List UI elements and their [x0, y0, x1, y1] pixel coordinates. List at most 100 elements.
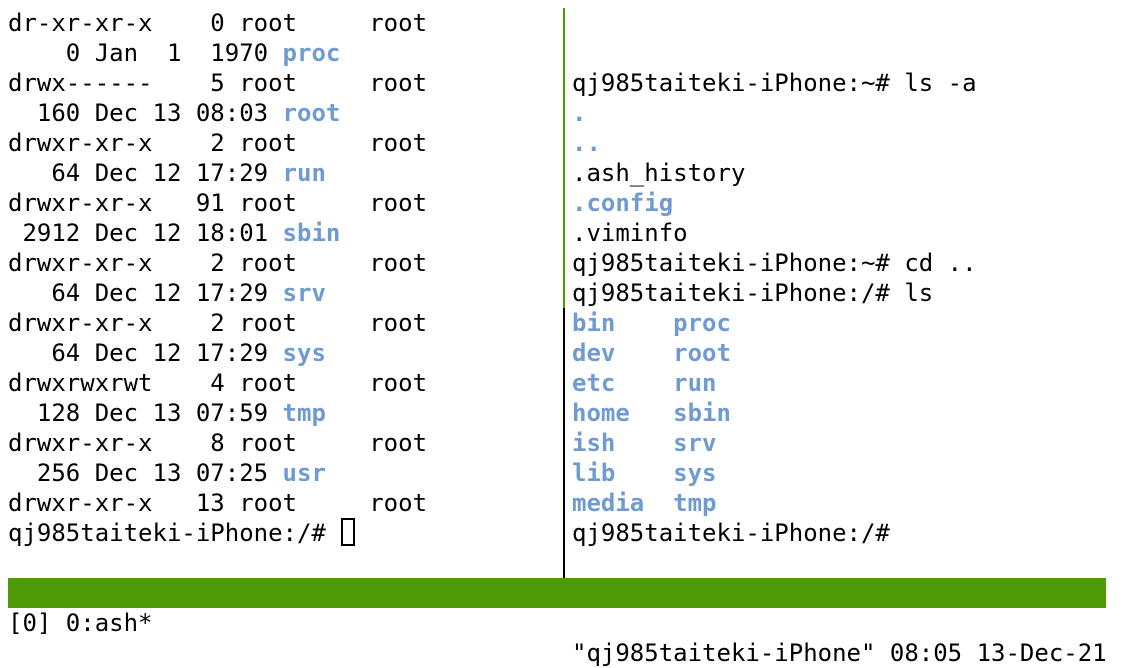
terminal-line: 0 Jan 1 1970 proc — [8, 38, 558, 68]
left-terminal-pane[interactable]: dr-xr-xr-x 0 root root 0 Jan 1 1970 proc… — [8, 8, 558, 548]
terminal-line: 64 Dec 12 17:29 run — [8, 158, 558, 188]
terminal-line: drwxr-xr-x 2 root root — [8, 308, 558, 338]
terminal-text: 64 Dec 12 17:29 — [8, 279, 283, 307]
directory-name: . — [572, 99, 587, 127]
active-pane-border — [563, 8, 565, 308]
terminal-text — [615, 429, 673, 457]
terminal-text: 160 Dec 13 08:03 — [8, 99, 283, 127]
directory-name: sys — [282, 339, 326, 367]
terminal-text: drwxr-xr-x 2 root root — [8, 309, 428, 337]
terminal-text: qj985taiteki-iPhone:~# ls -a — [572, 69, 977, 97]
terminal-line: ish srv — [572, 428, 1132, 458]
directory-name: .config — [572, 189, 674, 217]
terminal-line: lib sys — [572, 458, 1132, 488]
terminal-line: qj985taiteki-iPhone:~# cd .. — [572, 248, 1132, 278]
terminal-line: dev root — [572, 338, 1132, 368]
terminal-line: bin proc — [572, 308, 1132, 338]
terminal-text: qj985taiteki-iPhone:/# ls — [572, 279, 934, 307]
directory-name: dev — [572, 339, 616, 367]
terminal-line: qj985taiteki-iPhone:/# ls — [572, 278, 1132, 308]
terminal-line: media tmp — [572, 488, 1132, 518]
terminal-text: 256 Dec 13 07:25 — [8, 459, 283, 487]
terminal-line: 256 Dec 13 07:25 usr — [8, 458, 558, 488]
directory-name: etc — [572, 369, 616, 397]
terminal-line: 128 Dec 13 07:59 tmp — [8, 398, 558, 428]
terminal-text: drwxr-xr-x 8 root root — [8, 429, 428, 457]
terminal-line: .. — [572, 128, 1132, 158]
terminal-line: drwxr-xr-x 8 root root — [8, 428, 558, 458]
right-terminal-pane[interactable]: qj985taiteki-iPhone:~# ls -a....ash_hist… — [572, 8, 1132, 548]
terminal-line: etc run — [572, 368, 1132, 398]
directory-name: run — [282, 159, 326, 187]
terminal-line: .ash_history — [572, 158, 1132, 188]
terminal-line: qj985taiteki-iPhone:/# — [572, 518, 1132, 548]
terminal-line: .viminfo — [572, 218, 1132, 248]
terminal-line: drwx------ 5 root root — [8, 68, 558, 98]
terminal-line: 64 Dec 12 17:29 srv — [8, 278, 558, 308]
terminal-line: 160 Dec 13 08:03 root — [8, 98, 558, 128]
directory-name: srv — [673, 429, 717, 457]
terminal-text: drwxr-xr-x 91 root root — [8, 189, 428, 217]
window-list[interactable]: [0] 0:ash* — [8, 609, 153, 637]
directory-name: run — [673, 369, 717, 397]
terminal-text — [615, 339, 673, 367]
terminal-text — [615, 369, 673, 397]
terminal-text: drwx------ 5 root root — [8, 69, 428, 97]
terminal-text — [615, 309, 673, 337]
directory-name: lib — [572, 459, 616, 487]
terminal-text: .ash_history — [572, 159, 746, 187]
terminal-text: 2912 Dec 12 18:01 — [8, 219, 283, 247]
directory-name: sys — [673, 459, 717, 487]
terminal-text: drwxr-xr-x 2 root root — [8, 129, 428, 157]
terminal-line — [572, 38, 1132, 68]
directory-name: sbin — [673, 399, 731, 427]
terminal-text: qj985taiteki-iPhone:/# — [572, 519, 890, 547]
terminal-line: .config — [572, 188, 1132, 218]
terminal-text: drwxr-xr-x 2 root root — [8, 249, 428, 277]
terminal-line — [572, 8, 1132, 38]
terminal-text: qj985taiteki-iPhone:~# cd .. — [572, 249, 977, 277]
terminal-line: 2912 Dec 12 18:01 sbin — [8, 218, 558, 248]
directory-name: root — [282, 99, 341, 127]
directory-name: bin — [572, 309, 616, 337]
terminal-text: 64 Dec 12 17:29 — [8, 339, 283, 367]
terminal-text — [630, 399, 673, 427]
pane-border — [563, 308, 565, 578]
terminal-text: 128 Dec 13 07:59 — [8, 399, 283, 427]
directory-name: proc — [673, 309, 731, 337]
terminal-line: qj985taiteki-iPhone:/# — [8, 518, 558, 548]
terminal-text — [644, 489, 673, 517]
terminal-line: drwxr-xr-x 91 root root — [8, 188, 558, 218]
terminal-text — [615, 459, 673, 487]
terminal-line: home sbin — [572, 398, 1132, 428]
directory-name: tmp — [282, 399, 326, 427]
directory-name: proc — [282, 39, 341, 67]
terminal-text: drwxr-xr-x 13 root root — [8, 489, 428, 517]
directory-name: sbin — [282, 219, 341, 247]
terminal-line: drwxrwxrwt 4 root root — [8, 368, 558, 398]
terminal-text: drwxrwxrwt 4 root root — [8, 369, 428, 397]
tmux-status-bar: [0] 0:ash* "qj985taiteki-iPhone" 08:05 1… — [8, 578, 1107, 667]
directory-name: home — [572, 399, 630, 427]
terminal-line: drwxr-xr-x 2 root root — [8, 128, 558, 158]
directory-name: usr — [282, 459, 326, 487]
terminal-line: . — [572, 98, 1132, 128]
terminal-line: qj985taiteki-iPhone:~# ls -a — [572, 68, 1132, 98]
terminal-line: drwxr-xr-x 2 root root — [8, 248, 558, 278]
directory-name: root — [673, 339, 731, 367]
terminal-text: dr-xr-xr-x 0 root root — [8, 9, 428, 37]
directory-name: media — [572, 489, 645, 517]
terminal-cursor — [341, 518, 356, 546]
terminal-line: dr-xr-xr-x 0 root root — [8, 8, 558, 38]
status-right-info: "qj985taiteki-iPhone" 08:05 13-Dec-21 — [572, 639, 1107, 667]
directory-name: tmp — [673, 489, 717, 517]
directory-name: .. — [572, 129, 601, 157]
terminal-text: .viminfo — [572, 219, 688, 247]
terminal-text: 64 Dec 12 17:29 — [8, 159, 283, 187]
directory-name: ish — [572, 429, 616, 457]
terminal-line: 64 Dec 12 17:29 sys — [8, 338, 558, 368]
terminal-text: 0 Jan 1 1970 — [8, 39, 283, 67]
terminal-text: qj985taiteki-iPhone:/# — [8, 519, 341, 547]
directory-name: srv — [282, 279, 326, 307]
terminal-line: drwxr-xr-x 13 root root — [8, 488, 558, 518]
